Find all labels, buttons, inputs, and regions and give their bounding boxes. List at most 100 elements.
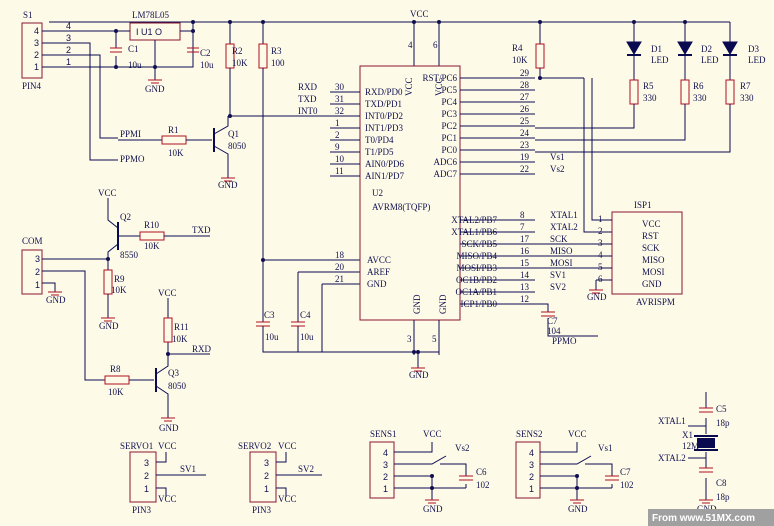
mcu-pin-21: GND: [367, 279, 387, 289]
led-d1: [626, 41, 642, 56]
mcu-pin-20: AREF: [367, 267, 390, 277]
mcu-pin-25: PC2: [441, 121, 457, 131]
svg-text:102: 102: [476, 480, 490, 490]
mcu-pin-14: OC1B/PB2: [456, 275, 497, 285]
c1-val: 10u: [128, 60, 142, 70]
svg-text:D3: D3: [748, 44, 759, 54]
isp-pin-rst: RST: [642, 231, 659, 241]
q2-ref: Q2: [120, 212, 131, 222]
servo2-connector: [249, 451, 277, 503]
svg-text:GND: GND: [438, 294, 448, 314]
svg-text:R9: R9: [114, 274, 125, 284]
r5: [629, 79, 639, 105]
svg-text:VCC: VCC: [278, 494, 297, 504]
net-MISO: MISO: [550, 246, 573, 256]
svg-text:LED: LED: [651, 55, 669, 65]
svg-text:GND: GND: [412, 294, 422, 314]
svg-text:12M: 12M: [682, 441, 699, 451]
svg-text:R10: R10: [144, 220, 160, 230]
svg-text:R5: R5: [643, 81, 654, 91]
s1-pin-3: 3: [34, 38, 39, 48]
mcu-pin-12: ICP1/PB0: [460, 299, 497, 309]
svg-text:C7: C7: [620, 467, 631, 477]
svg-text:10K: 10K: [144, 241, 160, 251]
svg-text:1: 1: [35, 280, 40, 290]
mcu-pin-16: MISO/PB4: [456, 251, 497, 261]
r1-ref: R1: [168, 125, 179, 135]
svg-text:VCC: VCC: [404, 77, 414, 96]
svg-text:GND: GND: [99, 321, 119, 331]
svg-text:XTAL1: XTAL1: [658, 416, 686, 426]
svg-text:1: 1: [529, 484, 534, 494]
svg-text:TXD: TXD: [298, 94, 317, 104]
mcu-u2: [359, 65, 461, 321]
net-MOSI: MOSI: [550, 258, 573, 268]
svg-text:3: 3: [35, 254, 40, 264]
q3-val: 8050: [168, 381, 187, 391]
s1-ref: S1: [23, 10, 33, 20]
mcu-pin-num-15: 15: [520, 258, 530, 268]
r4-ref: R4: [512, 43, 523, 53]
net-SV2: SV2: [550, 282, 566, 292]
svg-text:330: 330: [740, 93, 754, 103]
svg-text:GND: GND: [568, 504, 588, 514]
svg-text:VCC: VCC: [158, 494, 177, 504]
regulator-label: I U1 O: [136, 27, 162, 37]
svg-text:3: 3: [144, 458, 149, 468]
com-ref: COM: [22, 236, 43, 246]
mcu-pin-num-14: 14: [520, 270, 530, 280]
led-d2: [677, 41, 693, 56]
com-connector: [21, 249, 43, 295]
mcu-pin-num-8: 8: [520, 210, 525, 220]
svg-text:Vs2: Vs2: [455, 443, 470, 453]
isp-pin-num-6: 6: [598, 274, 603, 284]
svg-text:6: 6: [433, 40, 438, 50]
mcu-pin-num-30: 30: [335, 82, 345, 92]
svg-text:2: 2: [35, 267, 40, 277]
isp-pin-num-5: 5: [598, 262, 603, 272]
r11: [163, 317, 173, 343]
net-Vs2: Vs2: [550, 164, 565, 174]
svg-text:PPMO: PPMO: [552, 336, 577, 346]
mcu-pin-29: RST/PC6: [422, 73, 457, 83]
vcc-rail-top: [49, 21, 731, 66]
svg-text:330: 330: [693, 93, 707, 103]
s1-pin-1: 1: [34, 62, 39, 72]
svg-text:VCC: VCC: [158, 441, 177, 451]
mcu-pin-30: RXD/PD0: [365, 87, 403, 97]
svg-text:D1: D1: [651, 44, 662, 54]
c4-val: 10u: [300, 332, 314, 342]
svg-text:GND: GND: [218, 180, 238, 190]
isp-pin-sck: SCK: [642, 243, 660, 253]
mcu-pin-num-13: 13: [520, 282, 530, 292]
mcu-pin-28: PC5: [441, 85, 457, 95]
c2-ref: C2: [200, 48, 211, 58]
s1-pin-2: 2: [34, 50, 39, 60]
svg-text:18p: 18p: [716, 492, 730, 502]
svg-text:VCC: VCC: [423, 429, 442, 439]
svg-text:4: 4: [529, 448, 534, 458]
svg-text:4: 4: [66, 21, 71, 31]
servo2-ref: SERVO2: [238, 441, 271, 451]
net-XTAL2: XTAL2: [550, 222, 578, 232]
ppmi-label: PPMI: [120, 129, 141, 139]
q3-ref: Q3: [168, 368, 179, 378]
svg-text:GND: GND: [159, 423, 179, 433]
r7: [725, 79, 735, 105]
svg-text:GND: GND: [587, 292, 607, 302]
r3-val: 100: [271, 58, 285, 68]
isp-name: AVRISPM: [636, 297, 675, 307]
svg-text:1: 1: [383, 484, 388, 494]
mcu-pin-27: PC4: [441, 97, 457, 107]
c3-val: 10u: [265, 332, 279, 342]
r6: [680, 79, 690, 105]
isp-pin-num-2: 2: [598, 226, 603, 236]
mcu-pin-19: ADC6: [433, 157, 457, 167]
svg-text:VCC: VCC: [98, 188, 117, 198]
mcu-pin-num-23: 23: [520, 140, 530, 150]
svg-text:PIN3: PIN3: [252, 505, 272, 515]
q1-ref: Q1: [228, 129, 239, 139]
svg-text:GND: GND: [409, 370, 429, 380]
r3: [258, 43, 268, 69]
mcu-pin-13: OC1A/PB1: [455, 287, 497, 297]
